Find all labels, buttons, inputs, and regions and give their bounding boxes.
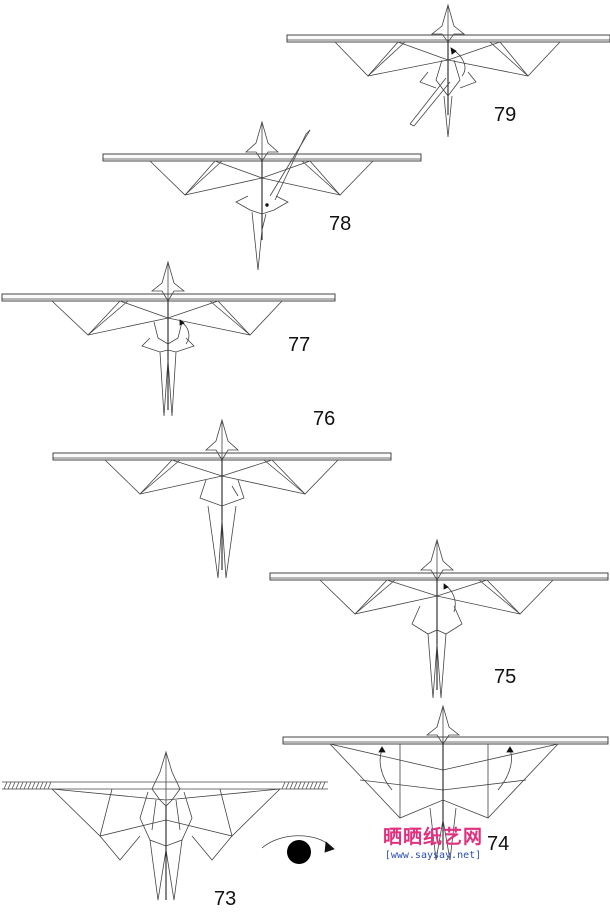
step-75-diagram: [269, 538, 609, 699]
watermark-brand: 晒晒纸艺网: [382, 827, 483, 848]
step-74-diagram: [282, 704, 609, 861]
step-number-75: 75: [494, 666, 517, 688]
step-number-79: 79: [494, 104, 517, 126]
step-77-diagram: [1, 260, 336, 417]
step-76-diagram: [52, 418, 392, 579]
watermark-url: [www.saysay.net]: [384, 850, 482, 861]
step-number-74: 74: [487, 833, 510, 855]
step-73-right-hatch: [281, 781, 326, 790]
turn-over-symbol: [261, 835, 335, 864]
step-number-76: 76: [313, 408, 336, 430]
step-73-diagram: [2, 750, 328, 901]
step-78-diagram: [102, 120, 422, 271]
step-number-77: 77: [288, 334, 311, 356]
site-watermark: 晒晒纸艺网 [www.saysay.net]: [378, 822, 488, 861]
step-number-73: 73: [214, 888, 237, 910]
step-79-diagram: [286, 3, 610, 138]
step-73-left-hatch: [3, 781, 52, 790]
step-number-78: 78: [329, 213, 352, 235]
